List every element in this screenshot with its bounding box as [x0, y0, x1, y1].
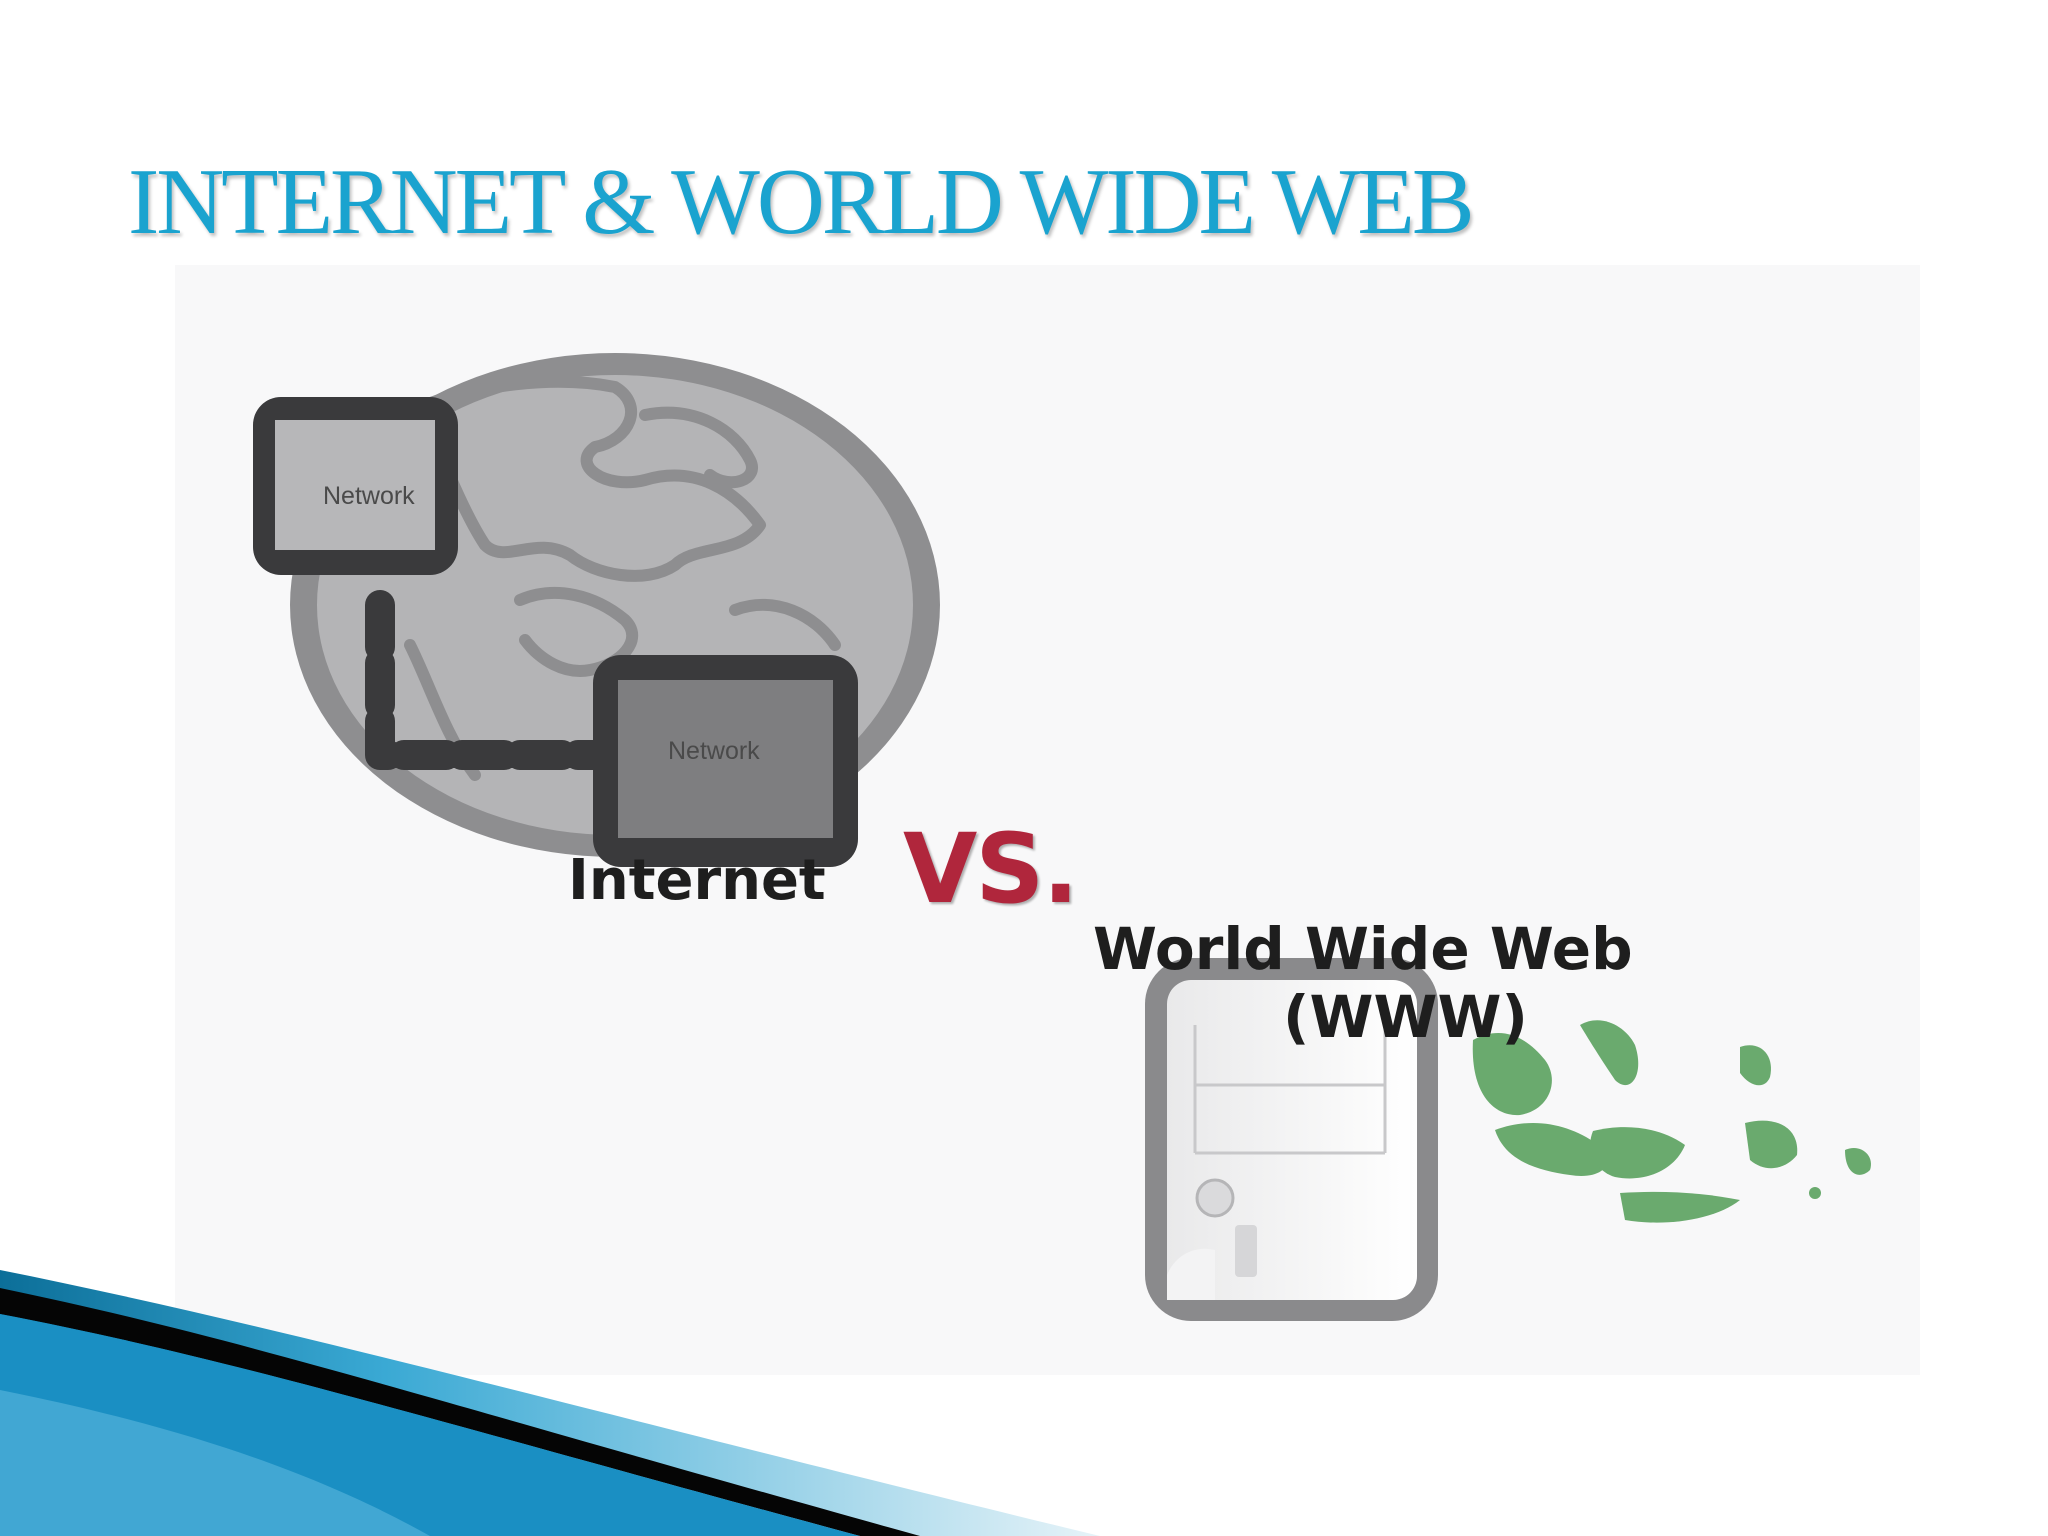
- network-box-top: [253, 397, 458, 575]
- network-label-bottom: Network: [668, 737, 760, 765]
- www-label-line1: World Wide Web: [1093, 915, 1633, 983]
- network-connector: [365, 590, 645, 770]
- figure-artwork: [253, 353, 1871, 1321]
- decorative-corner-swoosh: [0, 1270, 1100, 1536]
- network-label-top: Network: [323, 482, 415, 510]
- internet-vs-www-figure: Network Network Internet VS. World Wide …: [175, 265, 1920, 1375]
- green-continents-icon: [1472, 1020, 1871, 1223]
- slide-title: INTERNET & WORLD WIDE WEB: [128, 150, 1475, 254]
- server-icon: [1145, 958, 1438, 1321]
- internet-label: Internet: [568, 848, 826, 913]
- vs-label: VS.: [903, 813, 1079, 925]
- network-box-bottom: [593, 655, 858, 867]
- www-label-line2: (WWW): [1283, 983, 1528, 1051]
